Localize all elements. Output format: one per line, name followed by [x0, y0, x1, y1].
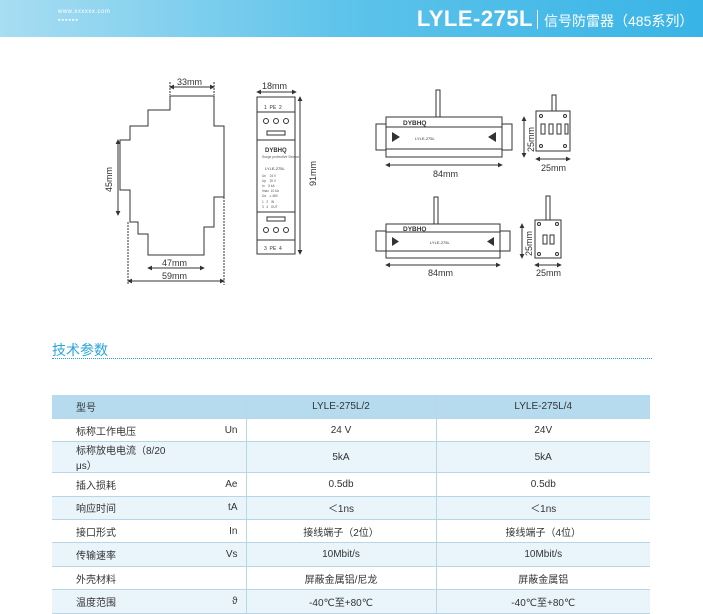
- front-right-dim: 91mm: [308, 161, 318, 186]
- side-bottom-dim: 59mm: [162, 271, 187, 281]
- header-model-4: LYLE-275L/4: [435, 395, 650, 419]
- front-spec-line: In 5 kA: [262, 184, 275, 188]
- side-top-dim: 33mm: [177, 77, 202, 87]
- param-symbol: In: [174, 519, 246, 544]
- param-symbol: ϑ: [174, 589, 246, 614]
- front-model: LYLE-275L: [265, 166, 285, 171]
- param-symbol: Vs: [174, 542, 246, 567]
- front-view-drawing: [256, 89, 303, 255]
- param-name: 插入损耗: [52, 472, 174, 497]
- param-value-2: 10Mbit/s: [245, 542, 436, 567]
- arrow-left-icon: [392, 132, 400, 142]
- box-bottom-height-dim: 25mm: [524, 231, 534, 256]
- model-title: LYLE-275L: [416, 6, 533, 31]
- param-value-2: 5kA: [245, 441, 436, 474]
- front-io-line: 1 2 IN: [262, 200, 275, 204]
- site-url: www.xxxxxx.com: [58, 9, 111, 15]
- product-name: 信号防雷器（485系列）: [544, 13, 694, 29]
- table-row: 响应时间 tA ＜1ns ＜1ns: [52, 496, 650, 521]
- box-top-model: LYLE-275L: [415, 136, 435, 141]
- header-dots: ▪▪▪▪▪▪: [58, 17, 79, 24]
- header-model-label: 型号: [52, 395, 174, 419]
- table-row: 温度范围 ϑ -40℃至+80℃ -40℃至+80℃: [52, 589, 650, 614]
- box-bottom-drawing: [375, 195, 562, 268]
- table-header-row: 型号 LYLE-275L/2 LYLE-275L/4: [52, 395, 650, 419]
- param-value-2: 屏蔽金属铝/尼龙: [245, 566, 436, 591]
- param-name: 标称工作电压: [52, 418, 174, 443]
- param-value-4: 5kA: [435, 441, 650, 474]
- param-value-2: -40℃至+80℃: [245, 589, 436, 614]
- header-model-2: LYLE-275L/2: [245, 395, 436, 419]
- param-symbol: Ae: [174, 472, 246, 497]
- front-spec-line: Un 24 V: [262, 174, 277, 178]
- technical-drawings: 33mm 45mm 47mm 59mm 18mm 91mm 1 PE 2 3 P…: [104, 77, 571, 285]
- param-symbol: [174, 441, 246, 474]
- table-row: 标称放电电流（8/20 μs） 5kA 5kA: [52, 441, 650, 474]
- table-row: 标称工作电压 Un 24 V 24V: [52, 418, 650, 443]
- side-mid-dim: 47mm: [162, 258, 187, 268]
- box-top-drawing: [375, 89, 571, 168]
- box-bottom-model: LYLE-275L: [430, 240, 450, 245]
- header-divider: [537, 10, 538, 29]
- arrow-left-icon: [392, 237, 399, 246]
- front-top-terminals: 1 PE 2: [264, 105, 282, 111]
- box-top-end-dim: 25mm: [541, 163, 566, 173]
- param-value-2: 24 V: [245, 418, 436, 443]
- side-left-dim: 45mm: [104, 167, 114, 192]
- param-name: 外壳材料: [52, 566, 174, 591]
- front-spec-line: Imax 10 kA: [262, 189, 280, 193]
- param-value-2: 接线端子（2位）: [245, 519, 436, 544]
- box-bottom-brand: DYBHQ: [403, 226, 426, 233]
- section-divider: [52, 358, 652, 359]
- param-value-4: 屏蔽金属铝: [435, 566, 650, 591]
- param-value-4: 0.5db: [435, 472, 650, 497]
- box-bottom-end-dim: 25mm: [536, 268, 561, 278]
- front-top-dim: 18mm: [262, 81, 287, 91]
- table-row: 接口形式 In 接线端子（2位） 接线端子（4位）: [52, 519, 650, 544]
- param-name: 温度范围: [52, 589, 174, 614]
- box-top-brand: DYBHQ: [403, 120, 426, 127]
- param-value-4: ＜1ns: [435, 496, 650, 521]
- spec-table: 型号 LYLE-275L/2 LYLE-275L/4 标称工作电压 Un 24 …: [52, 395, 650, 614]
- param-name: 接口形式: [52, 519, 174, 544]
- table-row: 外壳材料 屏蔽金属铝/尼龙 屏蔽金属铝: [52, 566, 650, 591]
- front-brand: DYBHQ: [265, 148, 287, 154]
- section-title: 技术参数: [52, 342, 108, 358]
- header-bar: www.xxxxxx.com ▪▪▪▪▪▪ LYLE-275L 信号防雷器（48…: [0, 0, 703, 37]
- param-name: 传输速率: [52, 542, 174, 567]
- front-io-line: 3 4 OUT: [262, 205, 278, 209]
- front-spec-line: Ua ≤ 48V: [262, 194, 279, 198]
- param-symbol: [174, 566, 246, 591]
- table-row: 传输速率 Vs 10Mbit/s 10Mbit/s: [52, 542, 650, 567]
- arrow-right-icon: [487, 237, 494, 246]
- param-value-4: 24V: [435, 418, 650, 443]
- box-top-width-dim: 84mm: [433, 169, 458, 179]
- arrow-right-icon: [488, 132, 496, 142]
- table-row: 插入损耗 Ae 0.5db 0.5db: [52, 472, 650, 497]
- param-value-4: 10Mbit/s: [435, 542, 650, 567]
- side-profile-drawing: [115, 82, 225, 285]
- param-name: 响应时间: [52, 496, 174, 521]
- front-bottom-terminals: 3 PE 4: [264, 246, 282, 252]
- param-value-2: 0.5db: [245, 472, 436, 497]
- param-symbol: tA: [174, 496, 246, 521]
- front-subtitle: Surge protective Device: [262, 155, 299, 159]
- param-value-2: ＜1ns: [245, 496, 436, 521]
- param-symbol: Un: [174, 418, 246, 443]
- param-name: 标称放电电流（8/20 μs）: [52, 441, 174, 474]
- param-value-4: 接线端子（4位）: [435, 519, 650, 544]
- param-value-4: -40℃至+80℃: [435, 589, 650, 614]
- box-bottom-width-dim: 84mm: [428, 268, 453, 278]
- box-top-height-dim: 25mm: [526, 127, 536, 152]
- header-sym-cell: [174, 395, 246, 419]
- front-spec-line: Up 20 V: [262, 179, 277, 183]
